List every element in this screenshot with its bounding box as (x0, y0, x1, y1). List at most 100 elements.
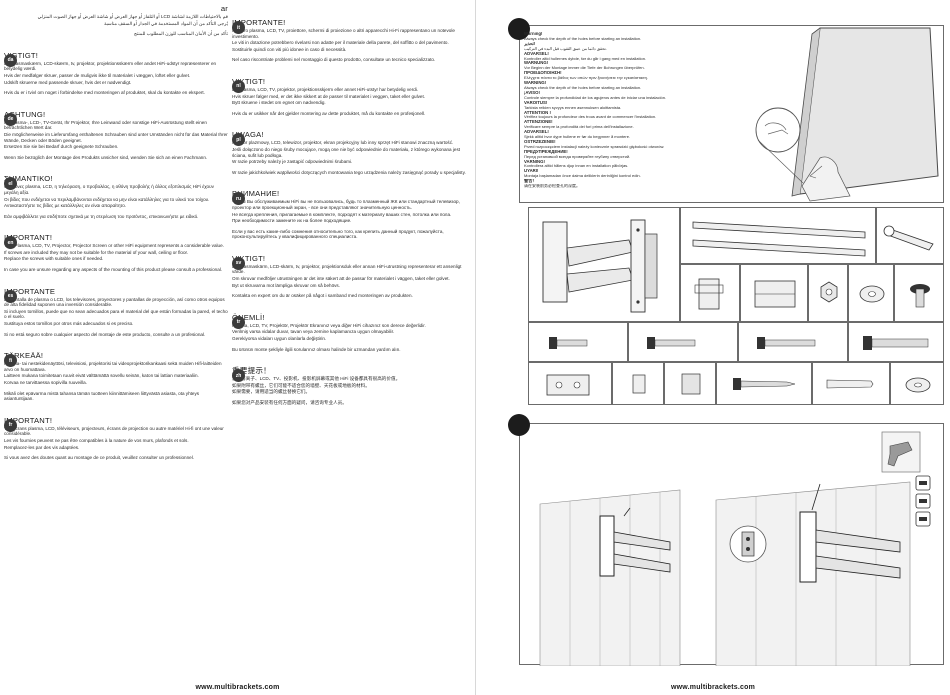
section-paragraph: Le viti in dotazione potrebbero rivelars… (232, 40, 449, 46)
language-badge: en (4, 236, 17, 250)
part-lag-screw (716, 362, 812, 405)
section-heading: VIKTIGT! (232, 253, 266, 263)
language-badge: ru (232, 192, 245, 206)
warning-title: WARNING! (524, 81, 547, 86)
part-washer (890, 362, 944, 405)
step-2-badge (508, 414, 530, 436)
section-heading: 重要提示！ (232, 366, 271, 376)
part-nut (808, 264, 848, 322)
section-paragraph: Ihr Plasma-, LCD-, TV-Gerät, Ihr Projekt… (4, 119, 207, 131)
section-paragraph: Hvis skruer følger med, er det ikke sikk… (232, 93, 426, 99)
language-badge: nl (232, 79, 245, 93)
section-paragraph: Replace the screws with suitable ones if… (4, 256, 104, 262)
section-heading: ÖNEMLİ! (232, 312, 265, 322)
part-bracket-clip (680, 264, 740, 322)
section-paragraph: Чтобы Вы обслуживаемым HiFi вы не пользо… (232, 199, 460, 210)
warning-text: تحقق دائماً من عمق الثقوب قبل البدء في ا… (524, 46, 607, 51)
footer-url-left[interactable]: www.multibrackets.com (195, 684, 280, 691)
section-paragraph: If screws are included they may not be s… (4, 249, 189, 255)
warning-title: ADVARSEL! (524, 51, 549, 56)
section-heading: ΣΗΜΑΝΤΙΚΟ! (4, 174, 53, 184)
wall-installation-illustration (539, 431, 931, 666)
section-paragraph: Sustituya estos tornillos por otros más … (4, 321, 134, 327)
section-paragraph: Wenn Sie bezüglich der Montage des Produ… (4, 154, 208, 160)
part-spacer-double (528, 362, 612, 405)
section-paragraph: قم بالاحتياطات اللازمة لشاشة LCD أو التل… (37, 14, 228, 19)
section-paragraph: Hvis du er usikker når det gjelder monte… (232, 110, 426, 116)
section-paragraph: Ersetzen Sie sie bei Bedarf durch geeign… (4, 144, 119, 150)
part-spanner (876, 207, 944, 264)
warning-text: Vérifiez toujours la profondeur des trou… (524, 115, 657, 120)
section-paragraph: Αντικαταστήστε τις βίδες με κατάλληλες α… (4, 203, 127, 209)
part-bolt-head (894, 264, 944, 322)
part-screw-m6 (738, 322, 848, 362)
warning-text: Sjekk alltid hvor dype hullene er før du… (524, 135, 631, 140)
language-badge: fr (4, 418, 17, 432)
part-screw-m4 (528, 322, 628, 362)
section-paragraph: Mikäli olet epävarma mistä tahansa tämän… (4, 390, 200, 402)
warning-title: Warning! (524, 32, 543, 36)
section-paragraph: Οι οθόνες plasma, LCD, η τηλεόραση, ο πρ… (4, 184, 214, 195)
section-paragraph: Din plasmaskærm, LCD-skærm, tv, projekto… (4, 60, 217, 72)
part-spacer-small (612, 362, 664, 405)
page-fold (475, 0, 476, 695)
warning-text: Kontrollera alltid hålens djup innan en … (524, 164, 629, 169)
warning-text: Перед установкой всегда проверяйте глуби… (524, 154, 631, 159)
section-paragraph: При необходимости замените их на более п… (232, 218, 352, 224)
warning-text: Kontroller altid hullernes dybde, før du… (524, 56, 647, 61)
footer-url-right[interactable]: www.multibrackets.com (670, 684, 756, 691)
section-paragraph: Laitteen mukana toimitetaan ruuvit eivät… (4, 373, 199, 379)
section-paragraph: Εάν αμφιβάλλετε για οτιδήποτε σχετικά με… (4, 213, 199, 219)
wall-hole-illustration (755, 27, 939, 202)
section-heading: VIGTIGT! (4, 50, 39, 60)
language-badge: es (4, 289, 17, 303)
part-spacer-tube (664, 362, 716, 405)
section-paragraph: La pantalla de plasma o LCD, los televis… (4, 296, 225, 308)
section-paragraph: Если у вас есть какие-либо сомнения отно… (232, 228, 444, 240)
step-1-badge (508, 18, 530, 40)
section-paragraph: Bytt skruene i stedet om egnet om nødven… (232, 100, 326, 106)
section-paragraph: تأكد من أن الأمان المناسب للوزن المطلوب … (134, 31, 228, 37)
section-heading: TÄRKEÄÄ! (4, 351, 44, 361)
language-badge: fi (4, 354, 17, 368)
section-paragraph: Sostituirle quindi con viti più idonee i… (232, 46, 347, 52)
section-paragraph: Your Plasma, LCD, TV, Projector, Project… (4, 243, 224, 249)
part-wall-arm (528, 207, 680, 322)
warning-title: تحذير! (524, 41, 536, 46)
parts-grid (528, 207, 944, 405)
section-paragraph: W razie potrzeby należy je zastąpić odpo… (232, 159, 353, 165)
section-paragraph: يُرجى التأكد من أن المواد المستخدمة في ا… (104, 20, 228, 26)
warning-text: Montaja başlamadan önce daima deliklerin… (524, 174, 641, 179)
warning-text: 请在安装前务必检查孔的深度。 (524, 184, 580, 189)
section-paragraph: Si vous avez des doutes quant au montage… (4, 455, 194, 461)
section-paragraph: 您的等离子、LCD、TV、投影机、投影机屏幕或其他 HiFi 设备都具有很高的价… (232, 376, 401, 382)
warning-title: VAROITUS! (524, 100, 548, 105)
warning-title: OSTRZEŻENIE! (524, 139, 556, 144)
section-paragraph: Il vostro plasma, LCD, TV, proiettore, s… (232, 28, 455, 39)
section-paragraph: W razie jakichkolwiek wątpliwości dotycz… (232, 169, 466, 175)
section-heading: IMPORTANT! (4, 233, 53, 243)
section-paragraph: Byt ut skruvarna mot lämpliga skruvar om… (232, 282, 340, 288)
warning-title: ПРЕДУПРЕЖДЕНИЕ! (524, 149, 568, 154)
warning-text: Tarkista reikien syvyys ennen asennuksen… (524, 105, 622, 110)
language-badge: tr (232, 315, 245, 329)
section-paragraph: Monitor plazmowy, LCD, telewizor, projek… (232, 140, 454, 146)
language-badge: sv (232, 256, 245, 270)
warning-text: Przed rozpoczęciem instalacji należy kon… (524, 144, 665, 149)
section-paragraph: Plasma- tai nestekidenäyttösi, televisio… (4, 361, 222, 372)
section-paragraph: Udskift skruerne med passende skruer, hv… (4, 79, 132, 85)
section-paragraph: Vos écrans plasma, LCD, téléviseurs, pro… (4, 425, 224, 437)
warning-title: ATTENZIONE! (524, 120, 553, 125)
warning-title: ADVARSEL! (524, 130, 549, 135)
section-paragraph: Om skruvar medföljer utrustningen är det… (232, 276, 450, 282)
depth-warning-list: Warning!Always check the depth of the ho… (524, 32, 734, 189)
language-badge: de (4, 112, 17, 126)
